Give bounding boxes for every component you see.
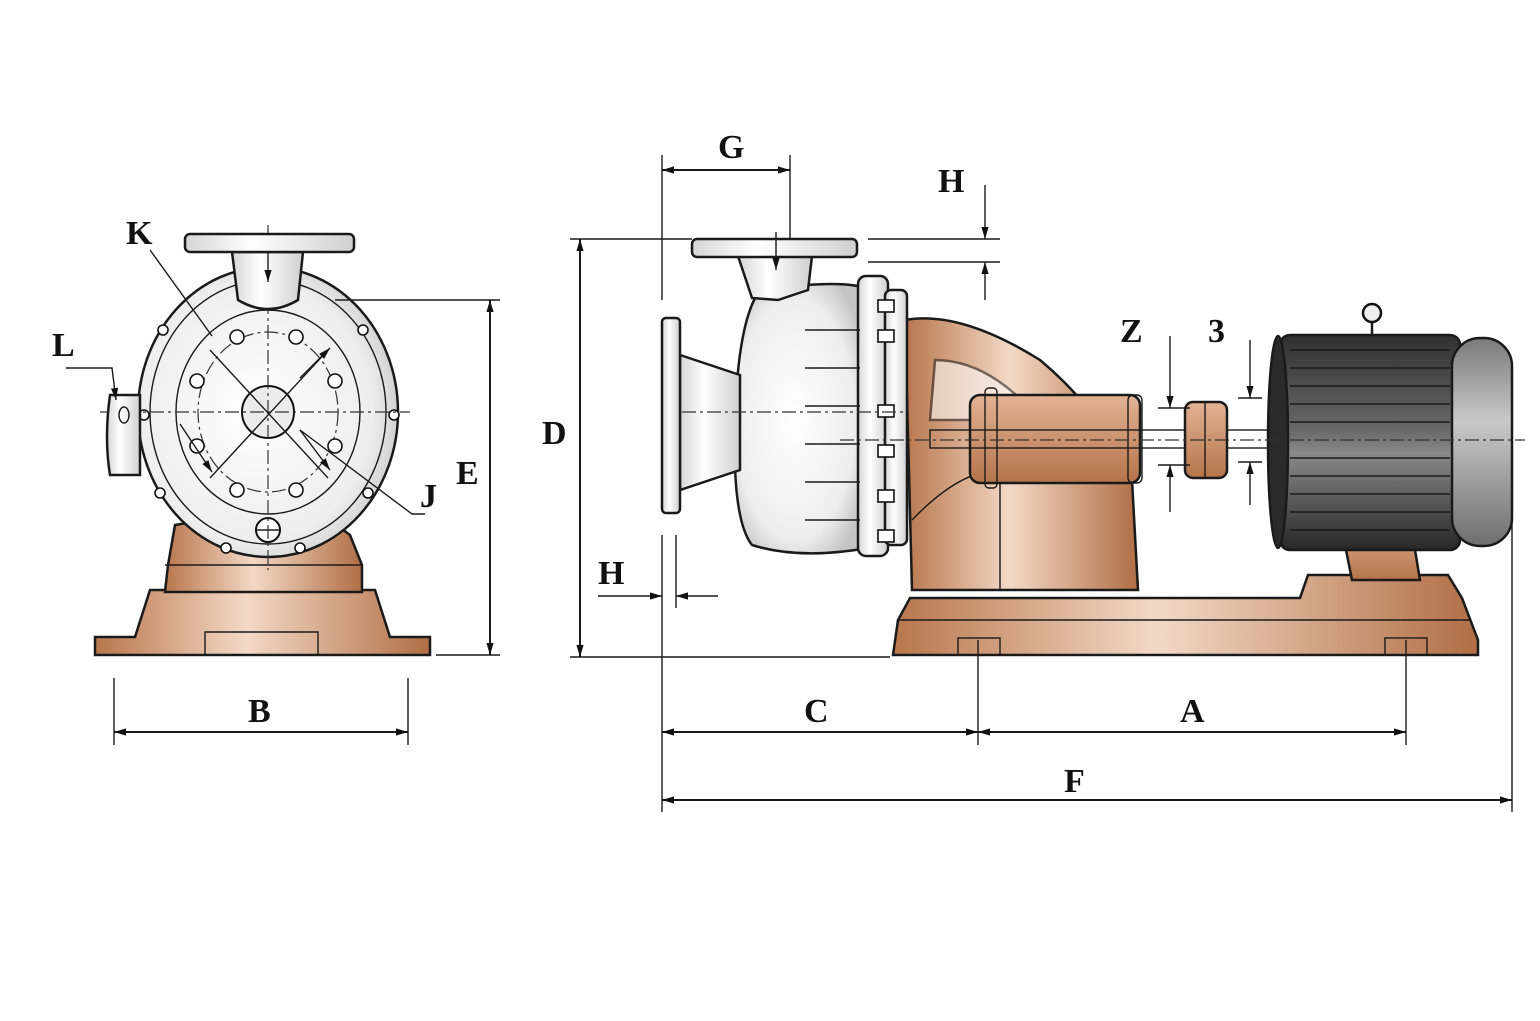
label-F: F: [1064, 763, 1085, 800]
label-D: D: [542, 415, 567, 452]
front-flange-bolts: [189, 329, 343, 498]
side-casing-bolts: [805, 329, 860, 521]
label-H-bottom: H: [598, 555, 624, 592]
label-C: C: [804, 693, 829, 730]
side-suction-flange: [660, 316, 682, 515]
side-suction-pipe: [678, 353, 742, 492]
side-motor-eyebolt: [1361, 302, 1383, 324]
label-E: E: [456, 455, 479, 492]
side-discharge-flange: [690, 237, 859, 259]
label-A: A: [1180, 693, 1205, 730]
dimension-labels: K L J E B G H D H Z 3 C A F: [52, 129, 1225, 800]
side-motor-fan-cover: [1450, 336, 1514, 548]
front-base: [93, 588, 432, 657]
side-view: [570, 155, 1525, 812]
side-discharge-neck: [736, 254, 814, 302]
side-bearing-housing: [968, 393, 1142, 485]
front-view: [66, 225, 500, 745]
label-B: B: [248, 693, 271, 730]
side-motor-body: [1278, 333, 1462, 552]
front-discharge-flange: [183, 232, 356, 254]
label-Z: Z: [1120, 313, 1143, 350]
front-rim-bolts: [138, 324, 400, 554]
side-pump-casing: [733, 282, 870, 555]
label-K: K: [126, 215, 153, 252]
label-G: G: [718, 129, 744, 166]
label-J: J: [420, 478, 437, 515]
front-side-nozzle: [105, 393, 142, 477]
label-L: L: [52, 327, 75, 364]
label-H-top: H: [938, 163, 964, 200]
label-3: 3: [1208, 313, 1225, 350]
